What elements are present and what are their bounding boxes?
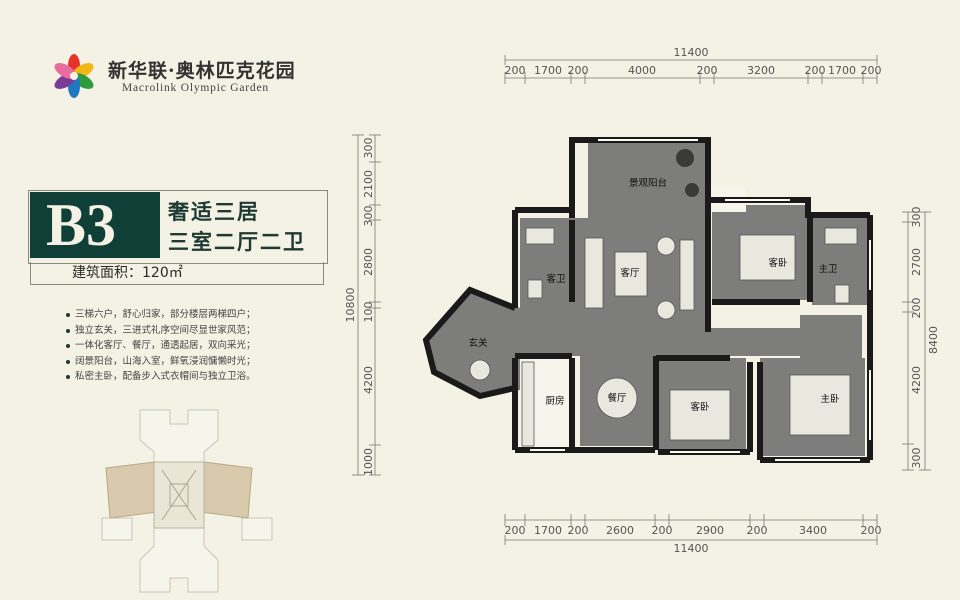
key-plan-wing-west-low — [101, 517, 133, 541]
dim-top: 1700 — [828, 64, 856, 77]
room-label-bedroom-ne: 客卧 — [768, 257, 788, 269]
dim-top: 3200 — [747, 64, 775, 77]
plant — [685, 183, 699, 197]
dim-top: 200 — [805, 64, 826, 77]
floor-foyer-passage — [520, 306, 580, 356]
dim-left: 1000 — [362, 448, 375, 476]
area-row — [30, 262, 324, 285]
room-label-bedroom-s: 客卧 — [690, 401, 710, 413]
dim-left: 2100 — [362, 170, 375, 198]
sofa — [584, 237, 604, 309]
room-label-master-bath: 主卫 — [818, 263, 838, 275]
room-label-kitchen: 厨房 — [545, 395, 564, 407]
toilet-guest — [527, 279, 543, 299]
dim-top: 200 — [861, 64, 882, 77]
bed-s — [669, 389, 731, 441]
feature-item: 三梯六户，舒心归家，部分楼层两梯四户； — [66, 307, 256, 323]
dim-left: 100 — [362, 302, 375, 323]
unit-tagline: 奢适三居 — [168, 199, 260, 224]
toilet-master — [834, 284, 850, 304]
feature-item: 一体化客厅、餐厅，通透起居，双向采光； — [66, 338, 256, 354]
flower-logo-icon — [54, 54, 94, 98]
brand-name: 新华联·奥林匹克花园 — [108, 60, 296, 82]
dim-right: 2700 — [910, 248, 923, 276]
bed-master — [789, 374, 851, 436]
dim-right-total: 8400 — [927, 326, 940, 354]
room-label-master-bed: 主卧 — [820, 393, 840, 405]
dim-top: 200 — [568, 64, 589, 77]
unit-code: B3 — [46, 192, 117, 258]
coffee-table — [614, 251, 648, 297]
dim-bottom: 2900 — [696, 524, 724, 537]
dim-bottom: 200 — [652, 524, 673, 537]
feature-item: 阔景阳台，山海入室，鲜氧浸润慵懒时光； — [66, 354, 256, 370]
bed-ne — [739, 234, 796, 281]
brand-name-en: Macrolink Olympic Garden — [122, 82, 269, 94]
brand-logo: 新华联·奥林匹克花园 Macrolink Olympic Garden — [48, 52, 308, 102]
floor-wardrobe — [800, 315, 862, 360]
floor-plan: 11400 200 1700 200 4000 200 3200 200 170… — [344, 46, 940, 555]
key-plan — [101, 409, 273, 593]
sink-guest — [525, 227, 555, 245]
armchair — [656, 300, 676, 320]
feature-item: 私密主卧，配备步入式衣帽间与独立卫浴。 — [66, 369, 256, 385]
dim-bottom: 200 — [747, 524, 768, 537]
dim-top: 4000 — [628, 64, 656, 77]
plant — [676, 149, 694, 167]
dim-bottom: 200 — [568, 524, 589, 537]
dim-right: 200 — [910, 298, 923, 319]
room-label-balcony: 景观阳台 — [629, 177, 667, 189]
dim-top: 200 — [505, 64, 526, 77]
key-plan-wing-south — [139, 527, 219, 593]
unit-layout: 三室二厅二卫 — [168, 229, 306, 254]
tv-console — [679, 239, 695, 311]
dim-left: 300 — [362, 206, 375, 227]
dim-bottom: 1700 — [534, 524, 562, 537]
dim-bottom: 3400 — [799, 524, 827, 537]
dim-left: 300 — [362, 138, 375, 159]
dim-top-total: 11400 — [674, 46, 709, 59]
kitchen-counter — [521, 361, 535, 447]
dim-left: 2800 — [362, 248, 375, 276]
sink-master — [824, 227, 858, 245]
dim-bottom: 200 — [505, 524, 526, 537]
dim-right: 300 — [910, 207, 923, 228]
key-plan-wing-north — [139, 409, 219, 471]
armchair — [656, 236, 676, 256]
dim-left-total: 10800 — [344, 288, 357, 323]
key-plan-unit-east — [199, 461, 253, 519]
dining-table — [596, 377, 638, 419]
unit-area: 建筑面积：120㎡ — [72, 265, 183, 281]
key-plan-unit-west — [105, 461, 159, 519]
dim-top: 200 — [697, 64, 718, 77]
unit-code-box — [30, 192, 160, 258]
key-plan-wing-east-low — [241, 517, 273, 541]
dim-top: 1700 — [534, 64, 562, 77]
dim-left: 4200 — [362, 366, 375, 394]
dim-bottom: 2600 — [606, 524, 634, 537]
room-label-guest-bath: 客卫 — [546, 273, 566, 285]
room-label-foyer: 玄关 — [468, 337, 488, 349]
room-label-dining: 餐厅 — [607, 392, 627, 404]
feature-list: 三梯六户，舒心归家，部分楼层两梯四户； 独立玄关，三进式礼序空间尽显世家风范； … — [66, 307, 256, 385]
foyer-table — [469, 359, 491, 381]
room-label-living: 客厅 — [620, 267, 640, 279]
wall-foyer — [422, 286, 517, 400]
dim-right: 300 — [910, 448, 923, 469]
dim-bottom: 200 — [861, 524, 882, 537]
feature-item: 独立玄关，三进式礼序空间尽显世家风范； — [66, 323, 256, 339]
dim-bottom-total: 11400 — [674, 542, 709, 555]
dim-right: 4200 — [910, 366, 923, 394]
